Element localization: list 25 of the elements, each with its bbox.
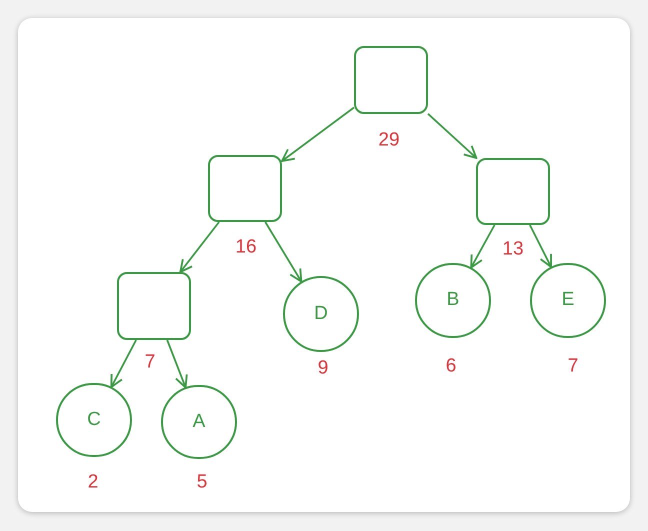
weight-label: 29: [378, 130, 400, 150]
weight-label: 9: [318, 358, 328, 378]
node-label: D: [314, 302, 328, 326]
weight-label: 16: [235, 238, 257, 256]
arrow: [179, 221, 220, 273]
node-label: B: [446, 288, 460, 312]
node-label: A: [192, 410, 206, 434]
weight-label: 5: [196, 472, 208, 492]
rounded-box: [476, 158, 550, 225]
rounded-box: [208, 155, 282, 222]
arrow: [427, 113, 478, 159]
rounded-box: [354, 46, 428, 114]
node-label: E: [562, 288, 574, 312]
arrow: [529, 224, 552, 268]
arrow: [264, 222, 302, 282]
weight-label: 7: [144, 352, 156, 372]
node-label: C: [87, 408, 101, 432]
arrow: [470, 224, 496, 268]
weight-label: 6: [446, 356, 456, 376]
weight-label: 13: [502, 240, 524, 258]
arrow: [281, 106, 355, 162]
weight-label: 2: [88, 472, 98, 492]
weight-label: 7: [568, 356, 578, 376]
arrow: [110, 340, 137, 388]
rounded-box: [117, 272, 191, 340]
